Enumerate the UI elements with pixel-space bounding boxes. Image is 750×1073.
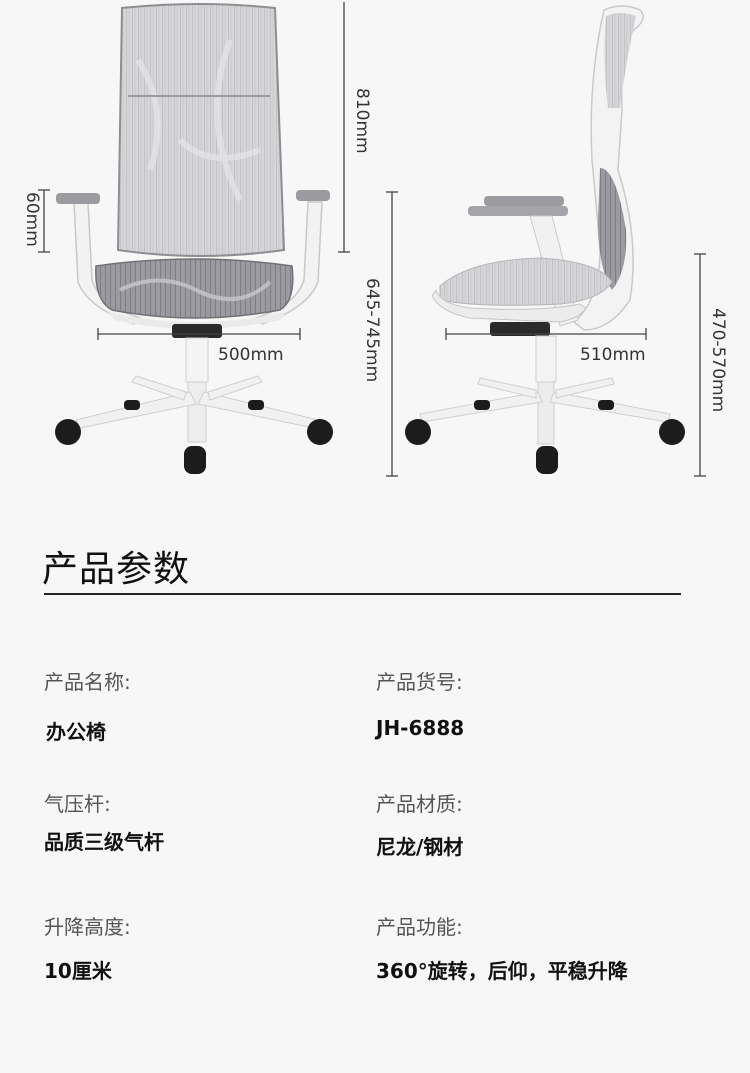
spec-value-material: 尼龙/钢材 [376, 835, 464, 859]
section-title: 产品参数 [42, 549, 191, 590]
seat-height-label: 470-570mm [708, 308, 728, 413]
spec-value-function: 360°旋转，后仰，平稳升降 [376, 959, 628, 983]
back-height-label: 810mm [352, 88, 372, 154]
front-view-chair [55, 3, 333, 474]
spec-value-product-code: JH-6888 [376, 716, 465, 740]
chair-illustration [38, 2, 706, 477]
spec-label-lift-height: 升降高度: [44, 915, 131, 939]
spec-label-gas-lift: 气压杆: [44, 792, 111, 816]
spec-value-gas-lift: 品质三级气杆 [44, 830, 164, 854]
chair-dimension-figure: 810mm 60mm 500mm 645-745mm 510mm 470-570… [0, 0, 750, 500]
armrest-lift-label: 60mm [22, 192, 42, 247]
front-dimension-lines [38, 2, 350, 340]
section-divider [44, 593, 681, 595]
seat-width-label: 500mm [218, 345, 284, 365]
seat-depth-label: 510mm [580, 345, 646, 365]
spec-label-function: 产品功能: [376, 915, 463, 939]
total-height-label: 645-745mm [362, 278, 382, 383]
spec-value-product-name: 办公椅 [46, 720, 106, 744]
spec-label-material: 产品材质: [376, 792, 463, 816]
spec-label-product-code: 产品货号: [376, 670, 463, 694]
side-dimension-lines [386, 191, 706, 477]
spec-label-product-name: 产品名称: [44, 670, 131, 694]
side-view-chair [405, 5, 685, 474]
spec-value-lift-height: 10厘米 [44, 959, 112, 983]
